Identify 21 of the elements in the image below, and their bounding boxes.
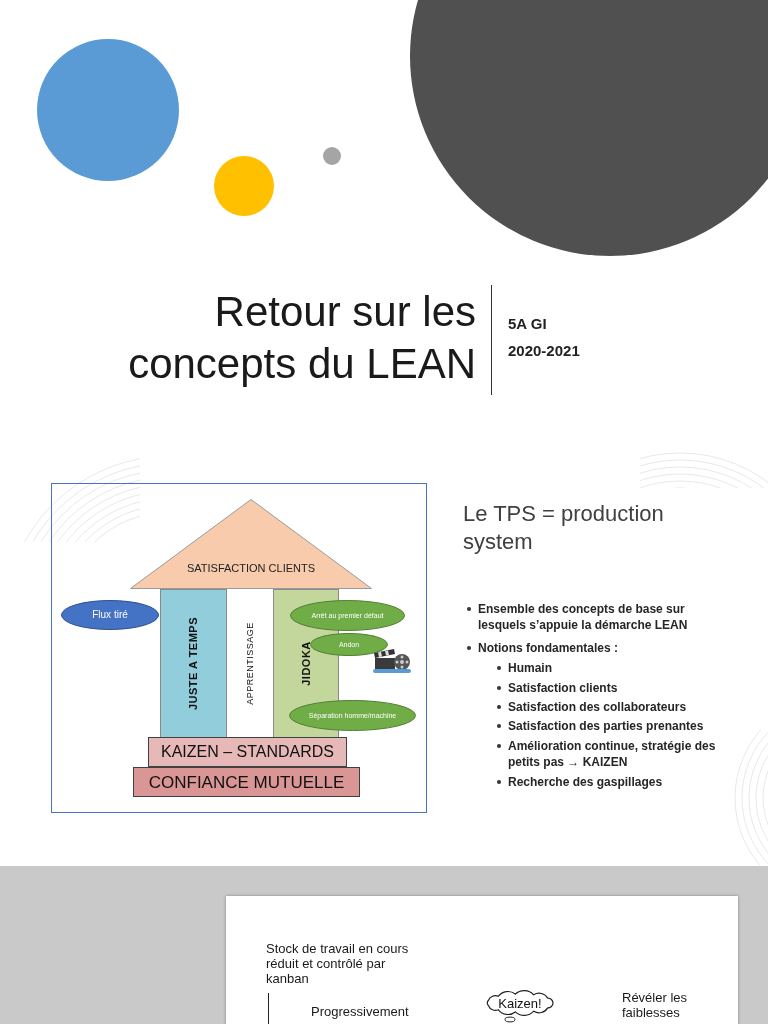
pillar: JUSTE A TEMPS [160,589,227,738]
slide-title: Retour sur les concepts du LEAN [127,287,476,389]
roof-triangle: SATISFACTION CLIENTS [130,499,372,589]
pillar: APPRENTISSAGE [227,589,273,738]
sub-bullet-item: Humain [496,660,552,676]
annotation-text: Progressivement [311,1004,410,1020]
sub-bullet-item: Satisfaction clients [496,680,618,696]
year-label: 2020-2021 [508,343,581,359]
section-heading: Le TPS = production system [463,500,665,556]
annotation-text: Stock de travail en cours réduit et contrôlé par kanban [266,941,410,986]
foundation-block: KAIZEN – STANDARDS [148,737,347,767]
sub-bullet-item: Recherche des gaspillages [496,774,663,790]
sub-bullet-item: Satisfaction des collaborateurs [496,699,687,715]
sub-bullet-item: Satisfaction des parties prenantes [496,718,704,734]
foundation-block: CONFIANCE MUTUELLE [133,767,360,797]
sub-bullet-item: Amélioration continue, stratégie des petits pas → KAIZEN [496,738,726,770]
class-label: 5A GI [508,316,548,332]
concept-ellipse: Flux tiré [61,600,159,630]
annotation-text: Révéler les faiblesses [622,990,689,1020]
bullet-item: Ensemble des concepts de base sur lesquels s’appuie la démarche LEAN [466,601,726,633]
bullet-item: Notions fondamentales : [466,640,618,656]
